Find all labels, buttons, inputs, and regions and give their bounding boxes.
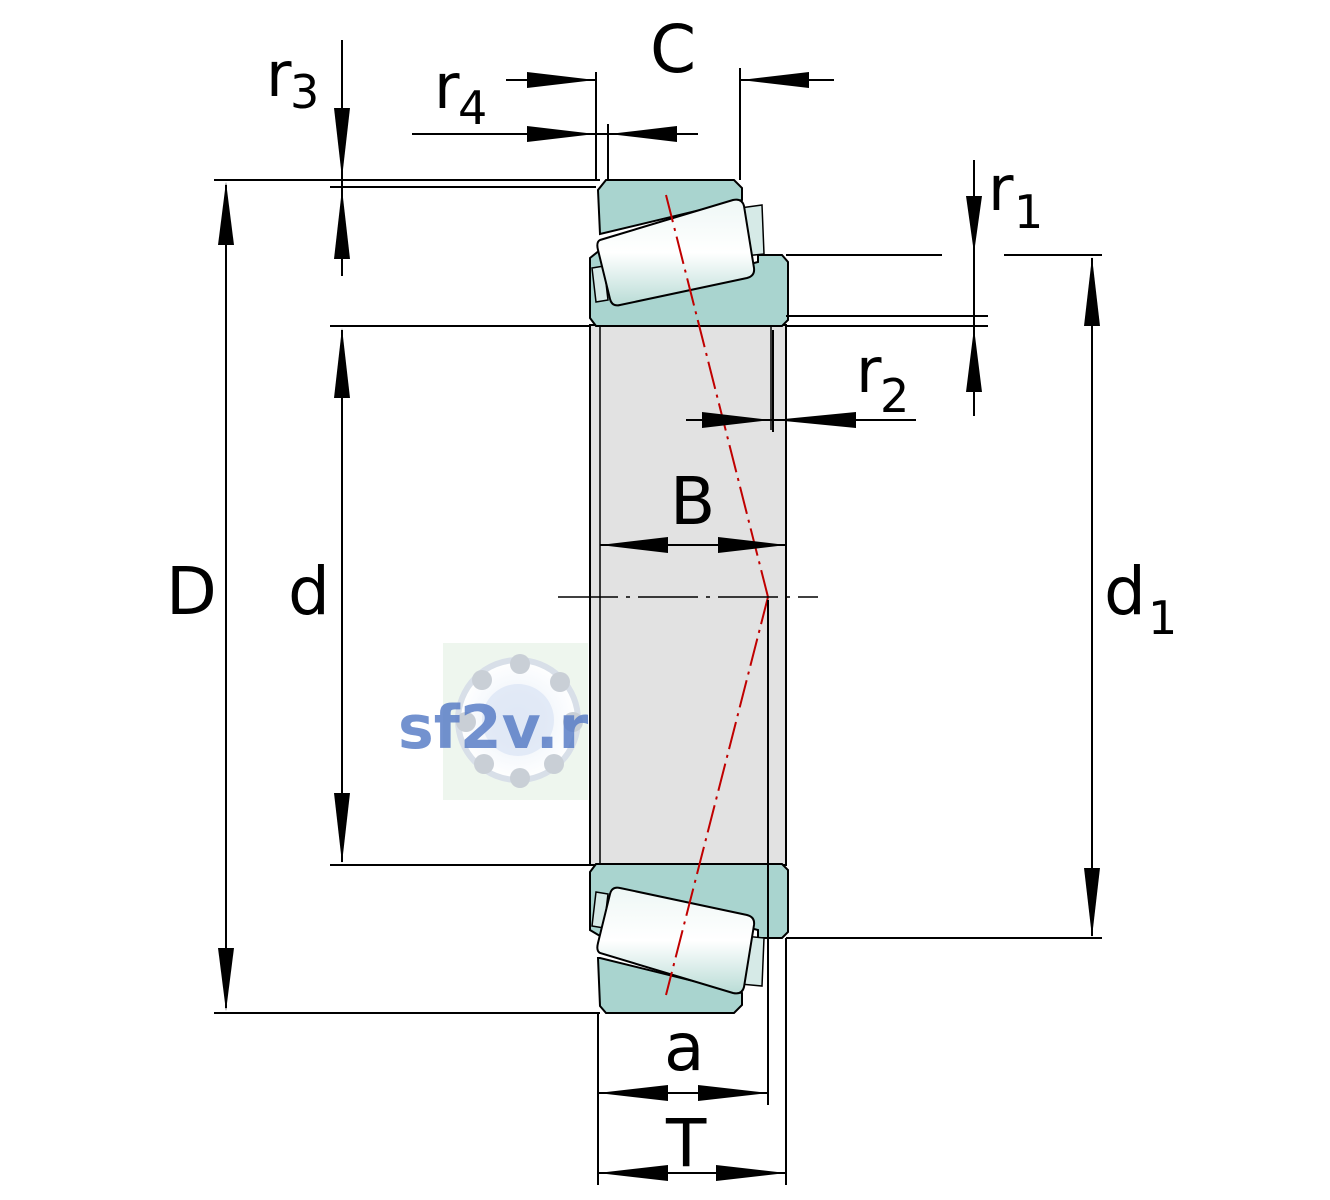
label-r4-sub: 4: [458, 81, 487, 135]
bottom-section: [589, 863, 789, 1014]
label-r4: r: [434, 50, 460, 123]
label-r1-sub: 1: [1014, 185, 1043, 239]
dimension-labels: C r 3 r 4 r 1 r 2 B D d d 1 a T: [166, 11, 1177, 1182]
label-r2: r: [856, 334, 882, 407]
label-r3-sub: 3: [290, 65, 319, 119]
label-C: C: [650, 11, 696, 88]
extension-lines: [214, 68, 1102, 1185]
label-d1: d: [1104, 553, 1146, 630]
label-d1-sub: 1: [1148, 591, 1177, 645]
label-B: B: [670, 463, 715, 540]
inner-ring-bore: [589, 324, 787, 866]
roller: [596, 886, 756, 995]
label-r2-sub: 2: [880, 369, 909, 423]
label-r1: r: [988, 152, 1014, 225]
contact-angle-line: [665, 194, 769, 996]
label-D: D: [166, 553, 217, 630]
top-section: [589, 179, 789, 327]
label-d: d: [288, 553, 330, 630]
roller: [596, 198, 756, 307]
label-a: a: [664, 1009, 704, 1086]
dimension-lines: [218, 40, 1100, 1181]
label-T: T: [665, 1105, 707, 1182]
label-r3: r: [266, 38, 292, 111]
